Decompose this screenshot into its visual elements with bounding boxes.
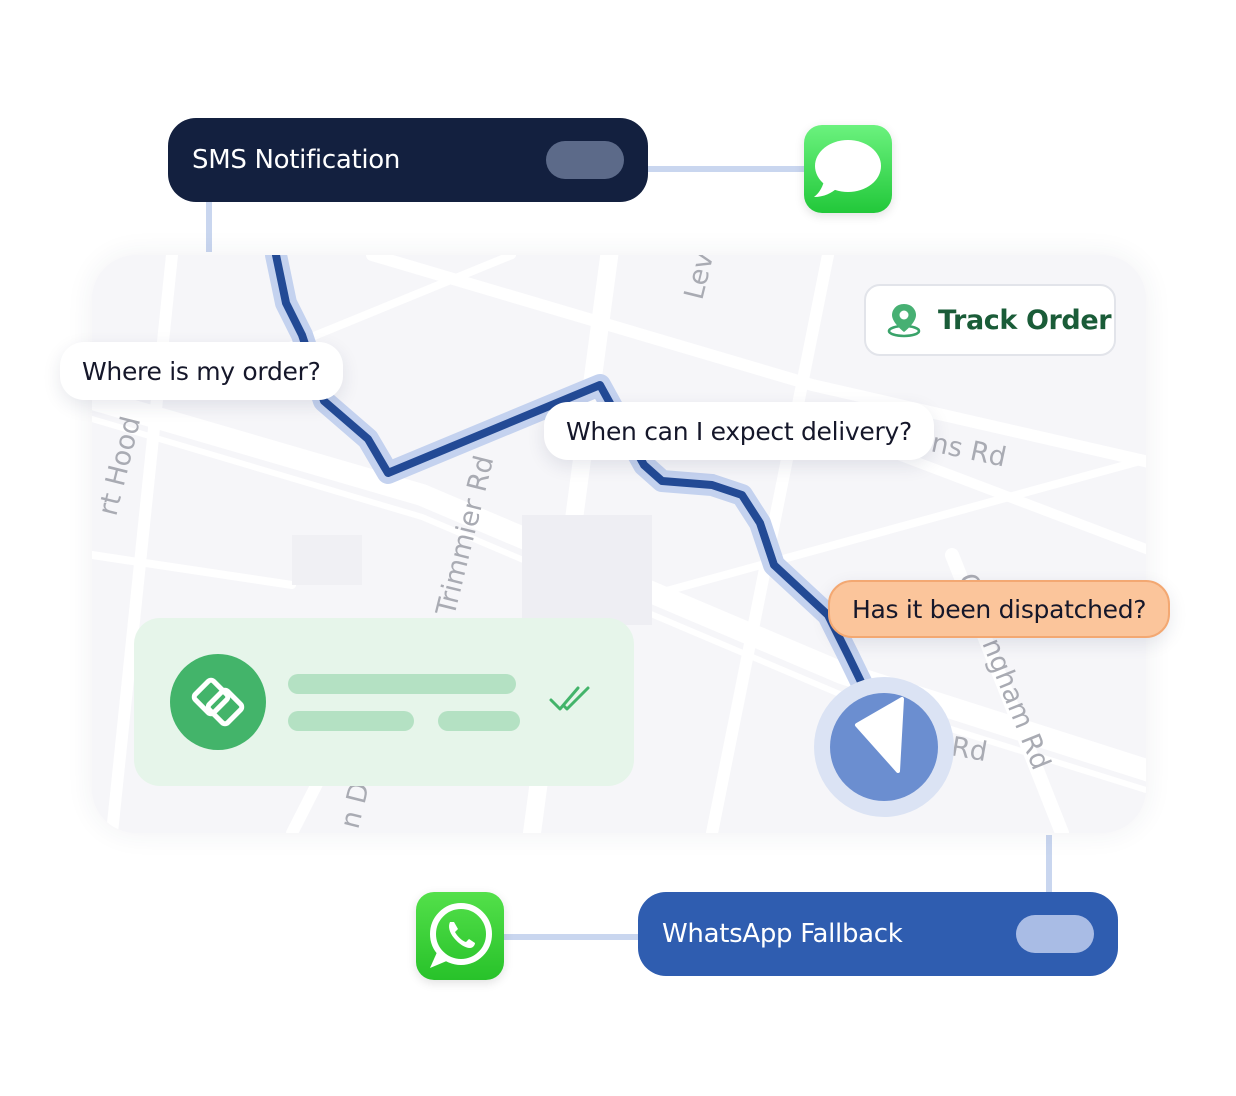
navigation-arrow-icon [855,697,904,773]
track-order-button[interactable]: Track Order [864,284,1116,356]
connector-sms-to-map [206,200,212,252]
brand-logo-icon [170,654,266,750]
whatsapp-icon[interactable] [416,892,504,980]
whatsapp-fallback-label: WhatsApp Fallback [662,919,903,949]
message-preview-card[interactable] [134,618,634,786]
whatsapp-toggle[interactable] [1016,915,1094,953]
messages-icon[interactable] [804,125,892,213]
message-line-placeholder [288,674,516,694]
sms-toggle[interactable] [546,141,624,179]
street-label-fort-hood: rt Hood [93,413,147,518]
sms-notification-label: SMS Notification [192,145,401,175]
connector-whatsapp-app-to-card [503,934,641,940]
map-block [522,515,652,625]
street-label-trimmier-rd: Trimmier Rd [430,453,500,620]
street-label-ngham-rd: ngham Rd [976,634,1057,774]
message-line-placeholder [288,711,414,731]
double-check-icon [549,686,590,711]
whatsapp-fallback-card[interactable]: WhatsApp Fallback [638,892,1118,976]
navigation-marker[interactable] [814,677,954,817]
connector-sms-to-messages-app [645,166,807,172]
street-label-rd: Rd [949,731,990,768]
chat-bubble-dispatched: Has it been dispatched? [828,580,1171,638]
chat-bubble-where-is-my-order: Where is my order? [60,342,343,400]
track-order-label: Track Order [938,304,1112,336]
location-pin-icon [887,304,921,338]
sms-notification-card[interactable]: SMS Notification [168,118,648,202]
message-line-placeholder [438,711,520,731]
map-block [292,535,362,585]
map-view[interactable]: Levy ns Rd rt Hood Trimmier Rd C ngham R… [92,255,1146,833]
street-label-levy: Levy [679,255,724,303]
chat-bubble-expect-delivery: When can I expect delivery? [544,402,934,460]
connector-map-to-whatsapp-card [1046,835,1052,895]
